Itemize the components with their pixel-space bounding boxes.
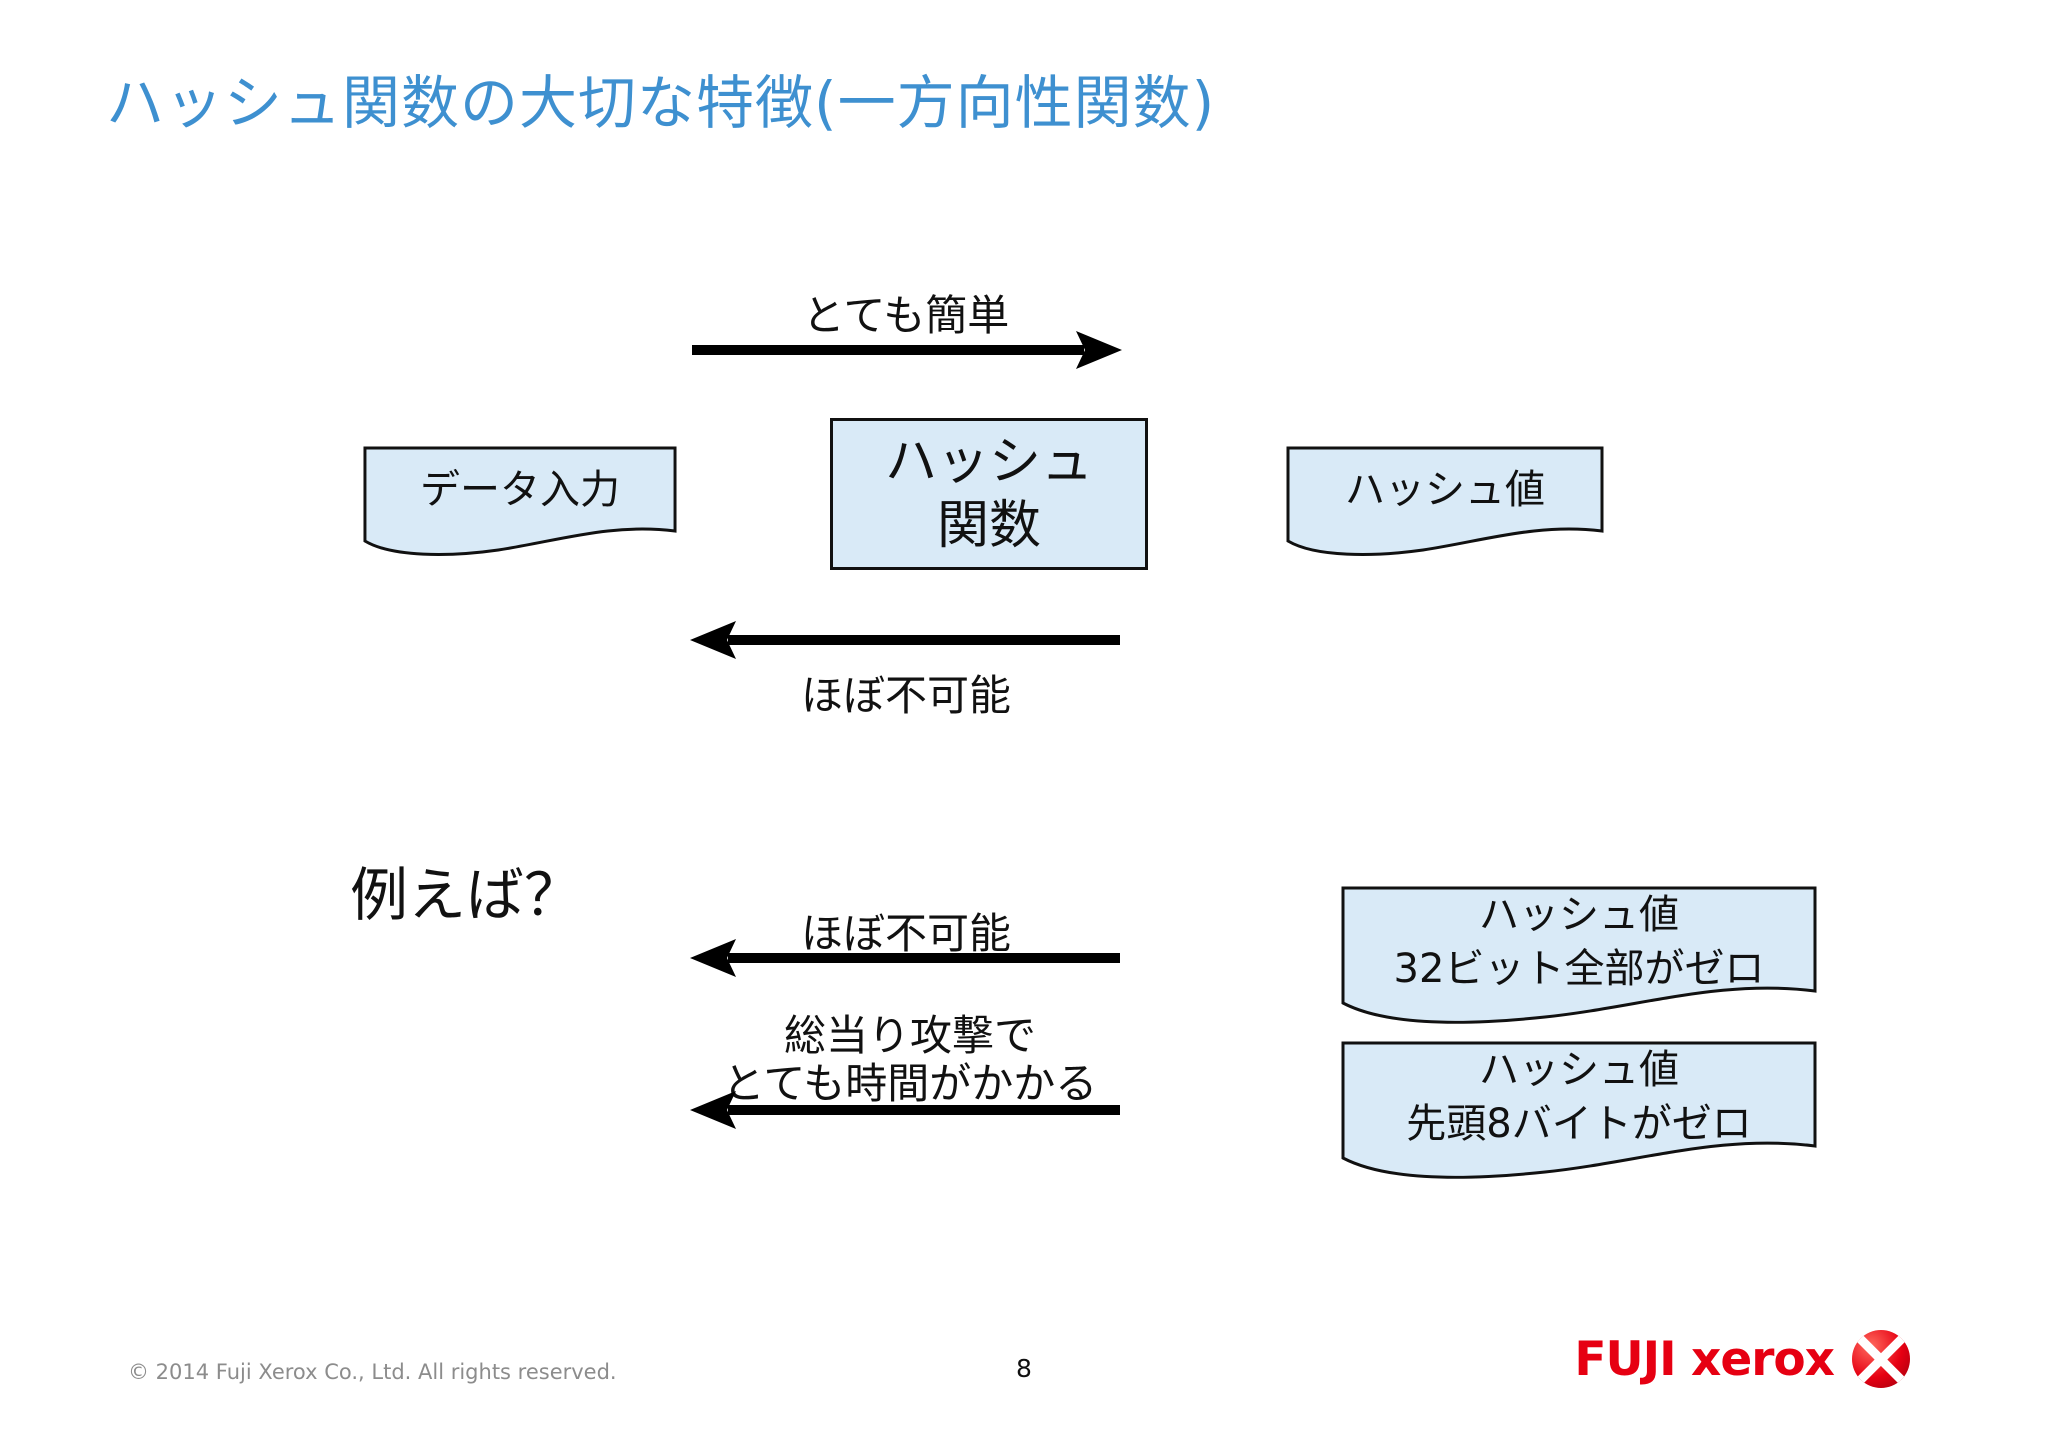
reverse-arrow-icon (690, 621, 1120, 659)
fuji-xerox-wordmark: FUJI xerox (1574, 1331, 1835, 1387)
hash-value-8byte-line1: ハッシュ値 (1479, 1047, 1679, 1094)
example2-arrow-label-line1: 総当り攻撃で (783, 1011, 1036, 1060)
hash-value-box: ハッシュ値 (1285, 445, 1605, 557)
fuji-xerox-sphere-icon (1852, 1330, 1910, 1388)
hash-value-label: ハッシュ値 (1345, 466, 1545, 513)
hash-function-label-line2: 関数 (936, 496, 1041, 556)
hash-value-32bit-box: ハッシュ値 32ビット全部がゼロ (1340, 885, 1818, 1025)
example2-arrow-label: 総当り攻撃で とても時間がかかる (660, 1012, 1160, 1108)
page-number: 8 (1016, 1354, 1032, 1383)
document-shape (1341, 886, 1817, 1024)
data-input-box: データ入力 (362, 445, 678, 557)
reverse-arrow-label: ほぼ不可能 (800, 671, 1011, 720)
data-input-label: データ入力 (420, 466, 620, 513)
slide-title: ハッシュ関数の大切な特徴(一方向性関数) (106, 69, 1216, 137)
examples-heading: 例えば？ (350, 861, 583, 929)
hash-value-8byte-box: ハッシュ値 先頭8バイトがゼロ (1340, 1040, 1818, 1180)
example2-arrow-label-line2: とても時間がかかる (722, 1059, 1098, 1108)
hash-function-label-line1: ハッシュ (884, 432, 1093, 492)
footer-copyright: © 2014 Fuji Xerox Co., Ltd. All rights r… (128, 1360, 617, 1384)
document-shape (1341, 1041, 1817, 1179)
forward-arrow-label: とても簡単 (802, 291, 1010, 340)
hash-value-32bit-line1: ハッシュ値 (1479, 892, 1679, 939)
hash-value-32bit-line2: 32ビット全部がゼロ (1393, 946, 1765, 993)
hash-value-8byte-line2: 先頭8バイトがゼロ (1406, 1101, 1752, 1148)
hash-function-box: ハッシュ 関数 (830, 418, 1148, 570)
example1-arrow-icon (690, 939, 1120, 977)
example2-arrow-icon (690, 1091, 1120, 1129)
example1-arrow-label: ほぼ不可能 (800, 909, 1011, 958)
fuji-xerox-logo: FUJI xerox (1574, 1330, 1910, 1388)
forward-arrow-icon (692, 331, 1122, 369)
document-shape (363, 446, 677, 556)
document-shape (1286, 446, 1604, 556)
